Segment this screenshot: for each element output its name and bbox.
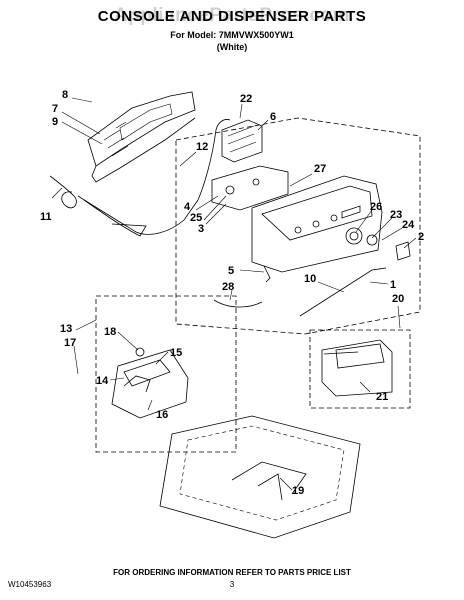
callout-2: 2 bbox=[418, 231, 424, 243]
page-number: 3 bbox=[229, 580, 235, 589]
callout-18: 18 bbox=[104, 326, 116, 338]
callout-13: 13 bbox=[60, 323, 72, 335]
callout-14: 14 bbox=[96, 375, 109, 387]
callout-25: 25 bbox=[190, 212, 202, 224]
callout-24: 24 bbox=[402, 219, 415, 231]
callout-6: 6 bbox=[270, 111, 276, 123]
callout-16: 16 bbox=[156, 409, 168, 421]
callout-23: 23 bbox=[390, 209, 402, 221]
callout-20: 20 bbox=[392, 293, 404, 305]
callout-21: 21 bbox=[376, 391, 388, 403]
callout-10: 10 bbox=[304, 273, 316, 285]
callout-11: 11 bbox=[40, 211, 52, 223]
page-title: CONSOLE AND DISPENSER PARTS bbox=[97, 8, 367, 25]
callout-12: 12 bbox=[196, 141, 208, 153]
callout-15: 15 bbox=[170, 347, 182, 359]
model-line: For Model: 7MMVWX500YW1 bbox=[170, 30, 294, 40]
callout-4: 4 bbox=[184, 201, 191, 213]
callout-27: 27 bbox=[314, 163, 326, 175]
callout-17: 17 bbox=[64, 337, 76, 349]
doc-number: W10453963 bbox=[8, 580, 52, 589]
callout-22: 22 bbox=[240, 93, 252, 105]
callout-19: 19 bbox=[292, 485, 304, 497]
color-line: (White) bbox=[216, 42, 248, 52]
callout-3: 3 bbox=[198, 223, 204, 235]
watermark: AppliancePartsPros.com bbox=[114, 5, 350, 26]
callout-7: 7 bbox=[52, 103, 58, 115]
callout-9: 9 bbox=[52, 116, 58, 128]
callout-5: 5 bbox=[228, 265, 234, 277]
callout-26: 26 bbox=[370, 201, 382, 213]
callout-1: 1 bbox=[390, 279, 396, 291]
ordering-note: FOR ORDERING INFORMATION REFER TO PARTS … bbox=[113, 568, 351, 577]
callout-8: 8 bbox=[62, 89, 68, 101]
callout-28: 28 bbox=[222, 281, 234, 293]
